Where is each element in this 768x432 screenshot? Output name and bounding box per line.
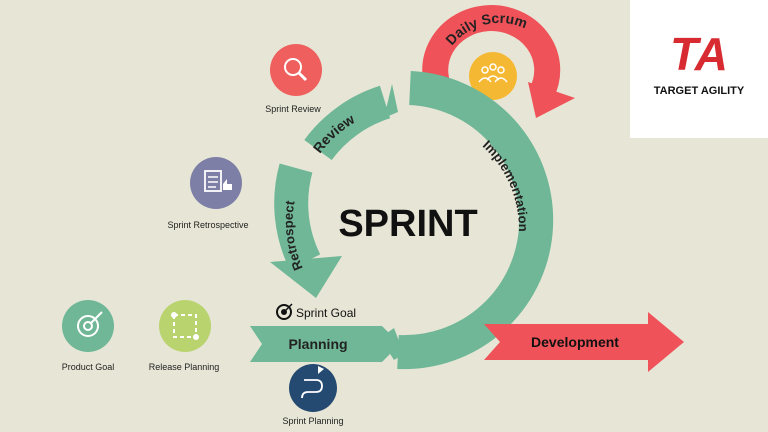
- planning-chevron: [250, 326, 400, 362]
- sprint-review-icon: [270, 44, 322, 96]
- center-title: SPRINT: [338, 203, 477, 245]
- sprint-planning-label: Sprint Planning: [282, 416, 343, 426]
- planning-bar: Planning: [250, 326, 400, 362]
- retrospect-arrowhead: [270, 256, 342, 298]
- release-planning-icon: [159, 300, 211, 352]
- route-icon: [173, 314, 197, 338]
- logo-mark: TA: [670, 28, 728, 80]
- product-goal-icon: [62, 300, 114, 352]
- team-icon: [478, 63, 508, 83]
- daily-scrum-loop: Daily Scrum: [422, 5, 575, 118]
- sprint-goal-label: Sprint Goal: [296, 306, 356, 320]
- logo-background: [630, 0, 768, 138]
- magnifier-icon: [284, 58, 302, 76]
- daily-scrum-arc: [422, 5, 561, 106]
- sprint-retrospective-label: Sprint Retrospective: [167, 220, 248, 230]
- target-agility-logo: TA TARGET AGILITY: [630, 0, 768, 138]
- development-shape: [484, 312, 684, 372]
- sprint-planning-event: Sprint Planning: [282, 364, 344, 426]
- sprint-retrospective-event: Sprint Retrospective: [167, 157, 249, 230]
- release-planning-event: Release Planning: [149, 300, 220, 372]
- product-goal-event: Product Goal: [62, 300, 115, 372]
- sprint-review-label: Sprint Review: [265, 104, 321, 114]
- product-goal-label: Product Goal: [62, 362, 115, 372]
- release-planning-label: Release Planning: [149, 362, 220, 372]
- planning-label: Planning: [288, 336, 347, 352]
- path-flag-icon: [301, 379, 323, 399]
- development-label: Development: [531, 334, 619, 350]
- review-tail: [384, 84, 398, 118]
- development-arrow: Development: [484, 312, 684, 372]
- daily-scrum-arrowhead: [528, 82, 575, 118]
- sprint-retrospective-icon: [190, 157, 242, 209]
- checklist-icon: [204, 170, 222, 192]
- sprint-goal: Sprint Goal: [276, 303, 356, 320]
- sprint-review-event: Sprint Review: [265, 44, 322, 114]
- logo-name: TARGET AGILITY: [654, 85, 745, 97]
- review-arc: [304, 85, 391, 161]
- sprint-planning-icon: [289, 364, 337, 412]
- bullseye-icon: [77, 315, 99, 337]
- retrospect-arc: [274, 163, 321, 270]
- target-icon: [276, 304, 292, 320]
- implementation-arc: [397, 71, 554, 370]
- thumbs-up-icon: [223, 179, 232, 190]
